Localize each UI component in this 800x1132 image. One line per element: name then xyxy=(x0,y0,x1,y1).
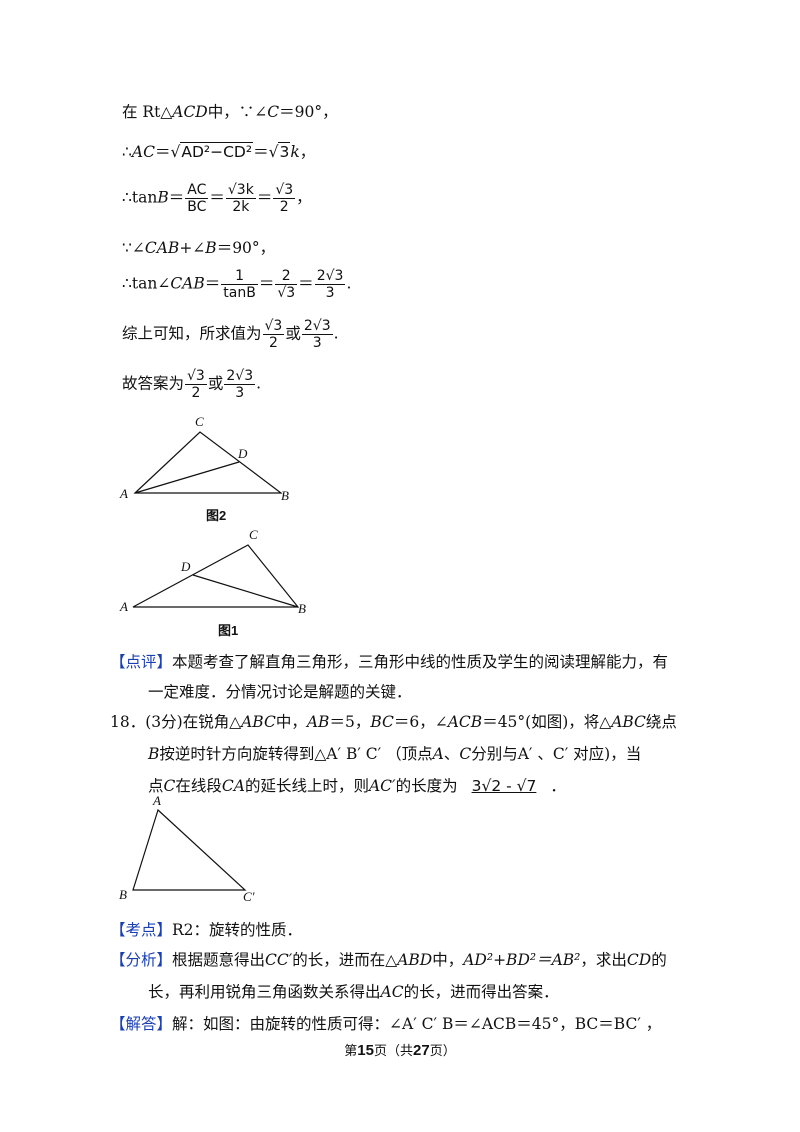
answer-blank: 3√2 - √7 xyxy=(471,777,537,795)
review-tag: 【点评】 xyxy=(110,653,173,671)
fenxi-line-1: 【分析】根据题意得出CC′的长，进而在△ABD中，AD²+BD²＝AB²，求出C… xyxy=(110,951,667,969)
kaodian-line: 【考点】R2：旋转的性质． xyxy=(110,921,303,939)
label-b: B xyxy=(298,601,306,616)
triangle-abc xyxy=(133,431,283,494)
problem-18-line-2: B按逆时针方向旋转得到△A′ B′ C′ （顶点A、C分别与A′ 、C′ 对应)… xyxy=(148,745,642,763)
triangle-abc-prime xyxy=(132,808,247,891)
solution-line-4: ∵∠CAB+∠B＝90°， xyxy=(122,239,276,257)
label-c: C xyxy=(249,527,258,542)
figure-2-triangle: A C D B xyxy=(119,414,289,503)
label-d: D xyxy=(180,559,191,574)
label-d: D xyxy=(237,446,248,461)
jieda-line: 【解答】解：如图：由旋转的性质可得：∠A′ C′ B＝∠ACB＝45°，BC＝B… xyxy=(110,1015,662,1033)
segment-bd xyxy=(192,574,299,608)
total-pages: 27 xyxy=(413,1042,430,1059)
segment-ad xyxy=(134,461,240,494)
current-page: 15 xyxy=(357,1042,374,1059)
kaodian-tag: 【考点】 xyxy=(110,921,173,939)
label-c-prime: C′ xyxy=(243,889,255,904)
fenxi-tag: 【分析】 xyxy=(110,951,173,969)
sqrt-expression: √AD²−CD² xyxy=(170,142,254,161)
solution-line-2: ∴AC＝√AD²−CD²＝√3k， xyxy=(122,142,316,161)
label-c: C xyxy=(195,414,204,429)
fraction: 2√3 xyxy=(275,268,298,302)
page-footer: 第15页（共27页） xyxy=(344,1042,456,1059)
jieda-tag: 【解答】 xyxy=(110,1015,173,1033)
label-b: B xyxy=(119,887,127,902)
solution-line-1: 在 Rt△ACD中，∵∠C＝90°， xyxy=(122,103,338,121)
figure-1-triangle: A C D B xyxy=(119,527,306,616)
review-line-2: 一定难度．分情况讨论是解题的关键． xyxy=(148,683,412,701)
fenxi-line-2: 长，再利用锐角三角函数关系得出AC的长，进而得出答案． xyxy=(148,983,559,1001)
label-a: A xyxy=(119,599,128,614)
sqrt-3: √3 xyxy=(268,142,291,161)
figure-1-caption: 图1 xyxy=(218,623,239,638)
label-b: B xyxy=(281,488,289,503)
review-line-1: 【点评】本题考查了解直角三角形，三角形中线的性质及学生的阅读理解能力，有 xyxy=(110,653,669,671)
figure-problem-18: A B C′ xyxy=(119,795,255,904)
label-a: A xyxy=(152,795,161,808)
figure-2-caption: 图2 xyxy=(206,508,227,523)
problem-18-line-1: 18．(3分)在锐角△ABC中，AB＝5，BC＝6，∠ACB＝45°(如图)，将… xyxy=(110,713,677,731)
triangle-abc xyxy=(132,544,300,608)
label-a: A xyxy=(119,486,128,501)
